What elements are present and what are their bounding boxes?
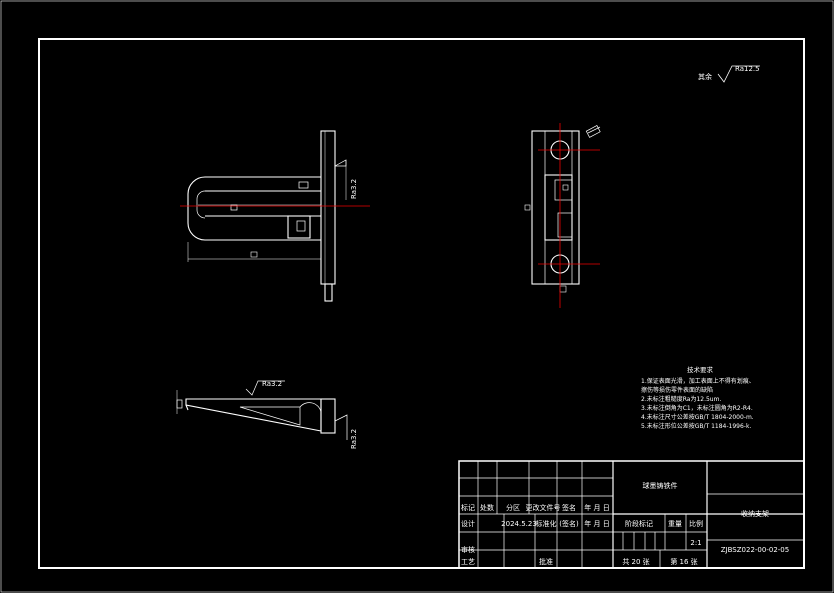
tb-label-zone: 分区 [506,503,520,512]
tb-stage-mark: 阶段标记 [625,519,653,528]
tb-sheet-no: 第 16 张 [670,557,697,566]
tech-title: 技术要求 [687,365,714,374]
tb-total-sheets: 共 20 张 [622,557,649,566]
roughness-general-label: 其余 [698,72,712,81]
tb-label-change-doc: 更改文件号 [526,503,561,512]
tb-design: 设计 [461,519,475,528]
side-centerlines [538,123,600,308]
tb-standardization: 标准化 [536,519,557,528]
tb-sign: (签名) [559,519,579,528]
tb-scale: 2:1 [690,539,701,547]
title-block-text: 标记 处数 分区 更改文件号 签名 年 月 日 设计 2024.5.23 标准化… [461,481,789,566]
inner-border [38,38,805,569]
tb-label-mark: 标记 [461,503,475,512]
tech-item-3: 2.未标注粗糙度Ra为12.5um. [641,395,721,403]
tb-approve: 批准 [539,557,553,566]
title-block [458,460,805,569]
tb-drawing-number: ZJBSZ022-00-02-05 [721,546,789,554]
roughness-mark-front: Ra3.2 [350,179,358,199]
tb-process: 工艺 [461,558,475,566]
tb-material: 球墨铸铁件 [643,481,678,490]
roughness-mark-top: Ra3.2 [262,380,282,388]
top-view [176,380,348,440]
general-roughness-symbol: 其余 Ra12.5 [698,65,760,83]
tb-ymd: 年 月 日 [584,519,609,528]
tech-item-6: 5.未标注形位公差按GB/T 1184-1996-k. [641,422,751,430]
tb-review: 审核 [461,545,475,554]
technical-requirements: 技术要求 1.保证表面光滑，加工表面上不得有划痕、 擦伤等损伤零件表面的缺陷 2… [641,365,755,430]
tb-label-date: 年 月 日 [584,503,609,512]
front-view [187,130,347,302]
tb-weight: 重量 [668,520,682,528]
tb-part-name: 收纳支架 [741,509,769,518]
tech-item-4: 3.未标注倒角为C1，未标注圆角为R2-R4. [641,404,753,412]
tb-label-sign: 签名 [562,503,576,512]
tb-design-date: 2024.5.23 [501,520,537,528]
tech-item-1: 1.保证表面光滑，加工表面上不得有划痕、 [641,377,755,385]
side-view [524,125,601,293]
tech-item-5: 4.未标注尺寸公差按GB/T 1804-2000-m. [641,413,754,421]
tb-scale-label: 比例 [689,519,703,528]
tech-item-2: 擦伤等损伤零件表面的缺陷 [641,386,713,394]
tb-label-count: 处数 [480,503,494,512]
roughness-mark-top-side: Ra3.2 [350,429,358,449]
roughness-general-value: Ra12.5 [735,65,760,73]
